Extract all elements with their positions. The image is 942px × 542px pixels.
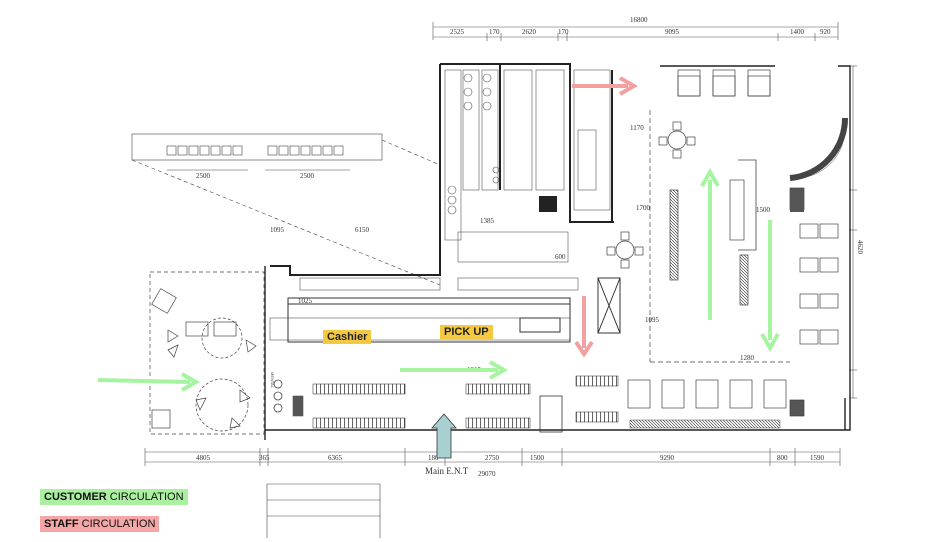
pickup-label: PICK UP xyxy=(440,325,493,339)
dim-bottom-seg-5: 1500 xyxy=(530,454,545,462)
dim-bottom-seg-3: 180 xyxy=(428,454,439,462)
legend-customer-strong: CUSTOMER xyxy=(44,491,107,503)
service-counter xyxy=(287,277,621,343)
dim-bottom-seg-8: 1590 xyxy=(810,454,825,462)
top-dimension-chain xyxy=(432,22,839,41)
dim-bottom-seg-1: 365 xyxy=(259,454,270,462)
kitchen-column xyxy=(539,196,557,212)
dim-misc-9: 1280 xyxy=(740,354,755,362)
legend-customer-rest: CIRCULATION xyxy=(106,491,184,503)
dim-left-strip-1: 2500 xyxy=(300,172,315,180)
dim-misc-4: 600 xyxy=(555,253,566,261)
cashier-label: Cashier xyxy=(323,330,372,344)
dim-misc-7: 1500 xyxy=(756,206,771,214)
entrance-arrow xyxy=(431,413,457,459)
ment-label: MENTAL xyxy=(270,372,275,389)
bottom-dimension-chain xyxy=(144,448,841,466)
dim-right-total: 4620 xyxy=(856,240,864,255)
dim-top-seg-5: 1400 xyxy=(790,28,805,36)
legend-staff-strong: STAFF xyxy=(44,518,79,530)
dim-bottom-seg-6: 9290 xyxy=(660,454,675,462)
legend-staff-circulation: STAFF CIRCULATION xyxy=(40,516,160,532)
customer-circulation-arrows xyxy=(97,167,780,392)
dim-left-strip-0: 2500 xyxy=(196,172,211,180)
seating-column xyxy=(790,190,804,212)
dim-top-seg-6: 920 xyxy=(820,28,831,36)
seating-area xyxy=(606,69,849,417)
dim-top-seg-1: 170 xyxy=(489,28,500,36)
dim-misc-6: 1700 xyxy=(636,204,651,212)
dim-bottom-total: 29070 xyxy=(478,470,496,478)
dim-misc-1: 6150 xyxy=(355,226,370,234)
dim-misc-5: 1170 xyxy=(630,124,644,132)
left-rack-strips xyxy=(131,133,441,286)
outdoor-terrace xyxy=(149,271,265,435)
entrance-desk xyxy=(539,395,563,433)
building-envelope xyxy=(264,65,851,440)
dim-misc-8: 1095 xyxy=(645,316,660,324)
staff-circulation-arrows xyxy=(572,76,639,358)
entrance-steps xyxy=(266,483,381,538)
legend-customer-circulation: CUSTOMER CIRCULATION xyxy=(40,489,188,505)
door-circles xyxy=(273,379,283,413)
dim-bottom-seg-2: 6365 xyxy=(328,454,343,462)
kitchen-walls xyxy=(270,63,614,276)
dim-top-seg-0: 2525 xyxy=(450,28,465,36)
main-entrance-label: Main E.N.T xyxy=(425,466,469,476)
dim-misc-2: 1025 xyxy=(298,297,313,305)
dim-top-seg-4: 9095 xyxy=(665,28,680,36)
dim-bottom-seg-4: 2750 xyxy=(485,454,500,462)
dim-misc-0: 1095 xyxy=(270,226,285,234)
dim-bottom-seg-7: 800 xyxy=(777,454,788,462)
dim-bottom-seg-0: 4805 xyxy=(196,454,211,462)
legend-staff-rest: CIRCULATION xyxy=(78,518,156,530)
dim-top-seg-2: 2620 xyxy=(522,28,537,36)
dim-top-seg-3: 170 xyxy=(558,28,569,36)
dim-top-total: 16800 xyxy=(630,16,648,24)
kitchen-equipment xyxy=(269,69,611,417)
dim-misc-3: 1385 xyxy=(480,217,495,225)
floor-racks xyxy=(312,375,781,429)
